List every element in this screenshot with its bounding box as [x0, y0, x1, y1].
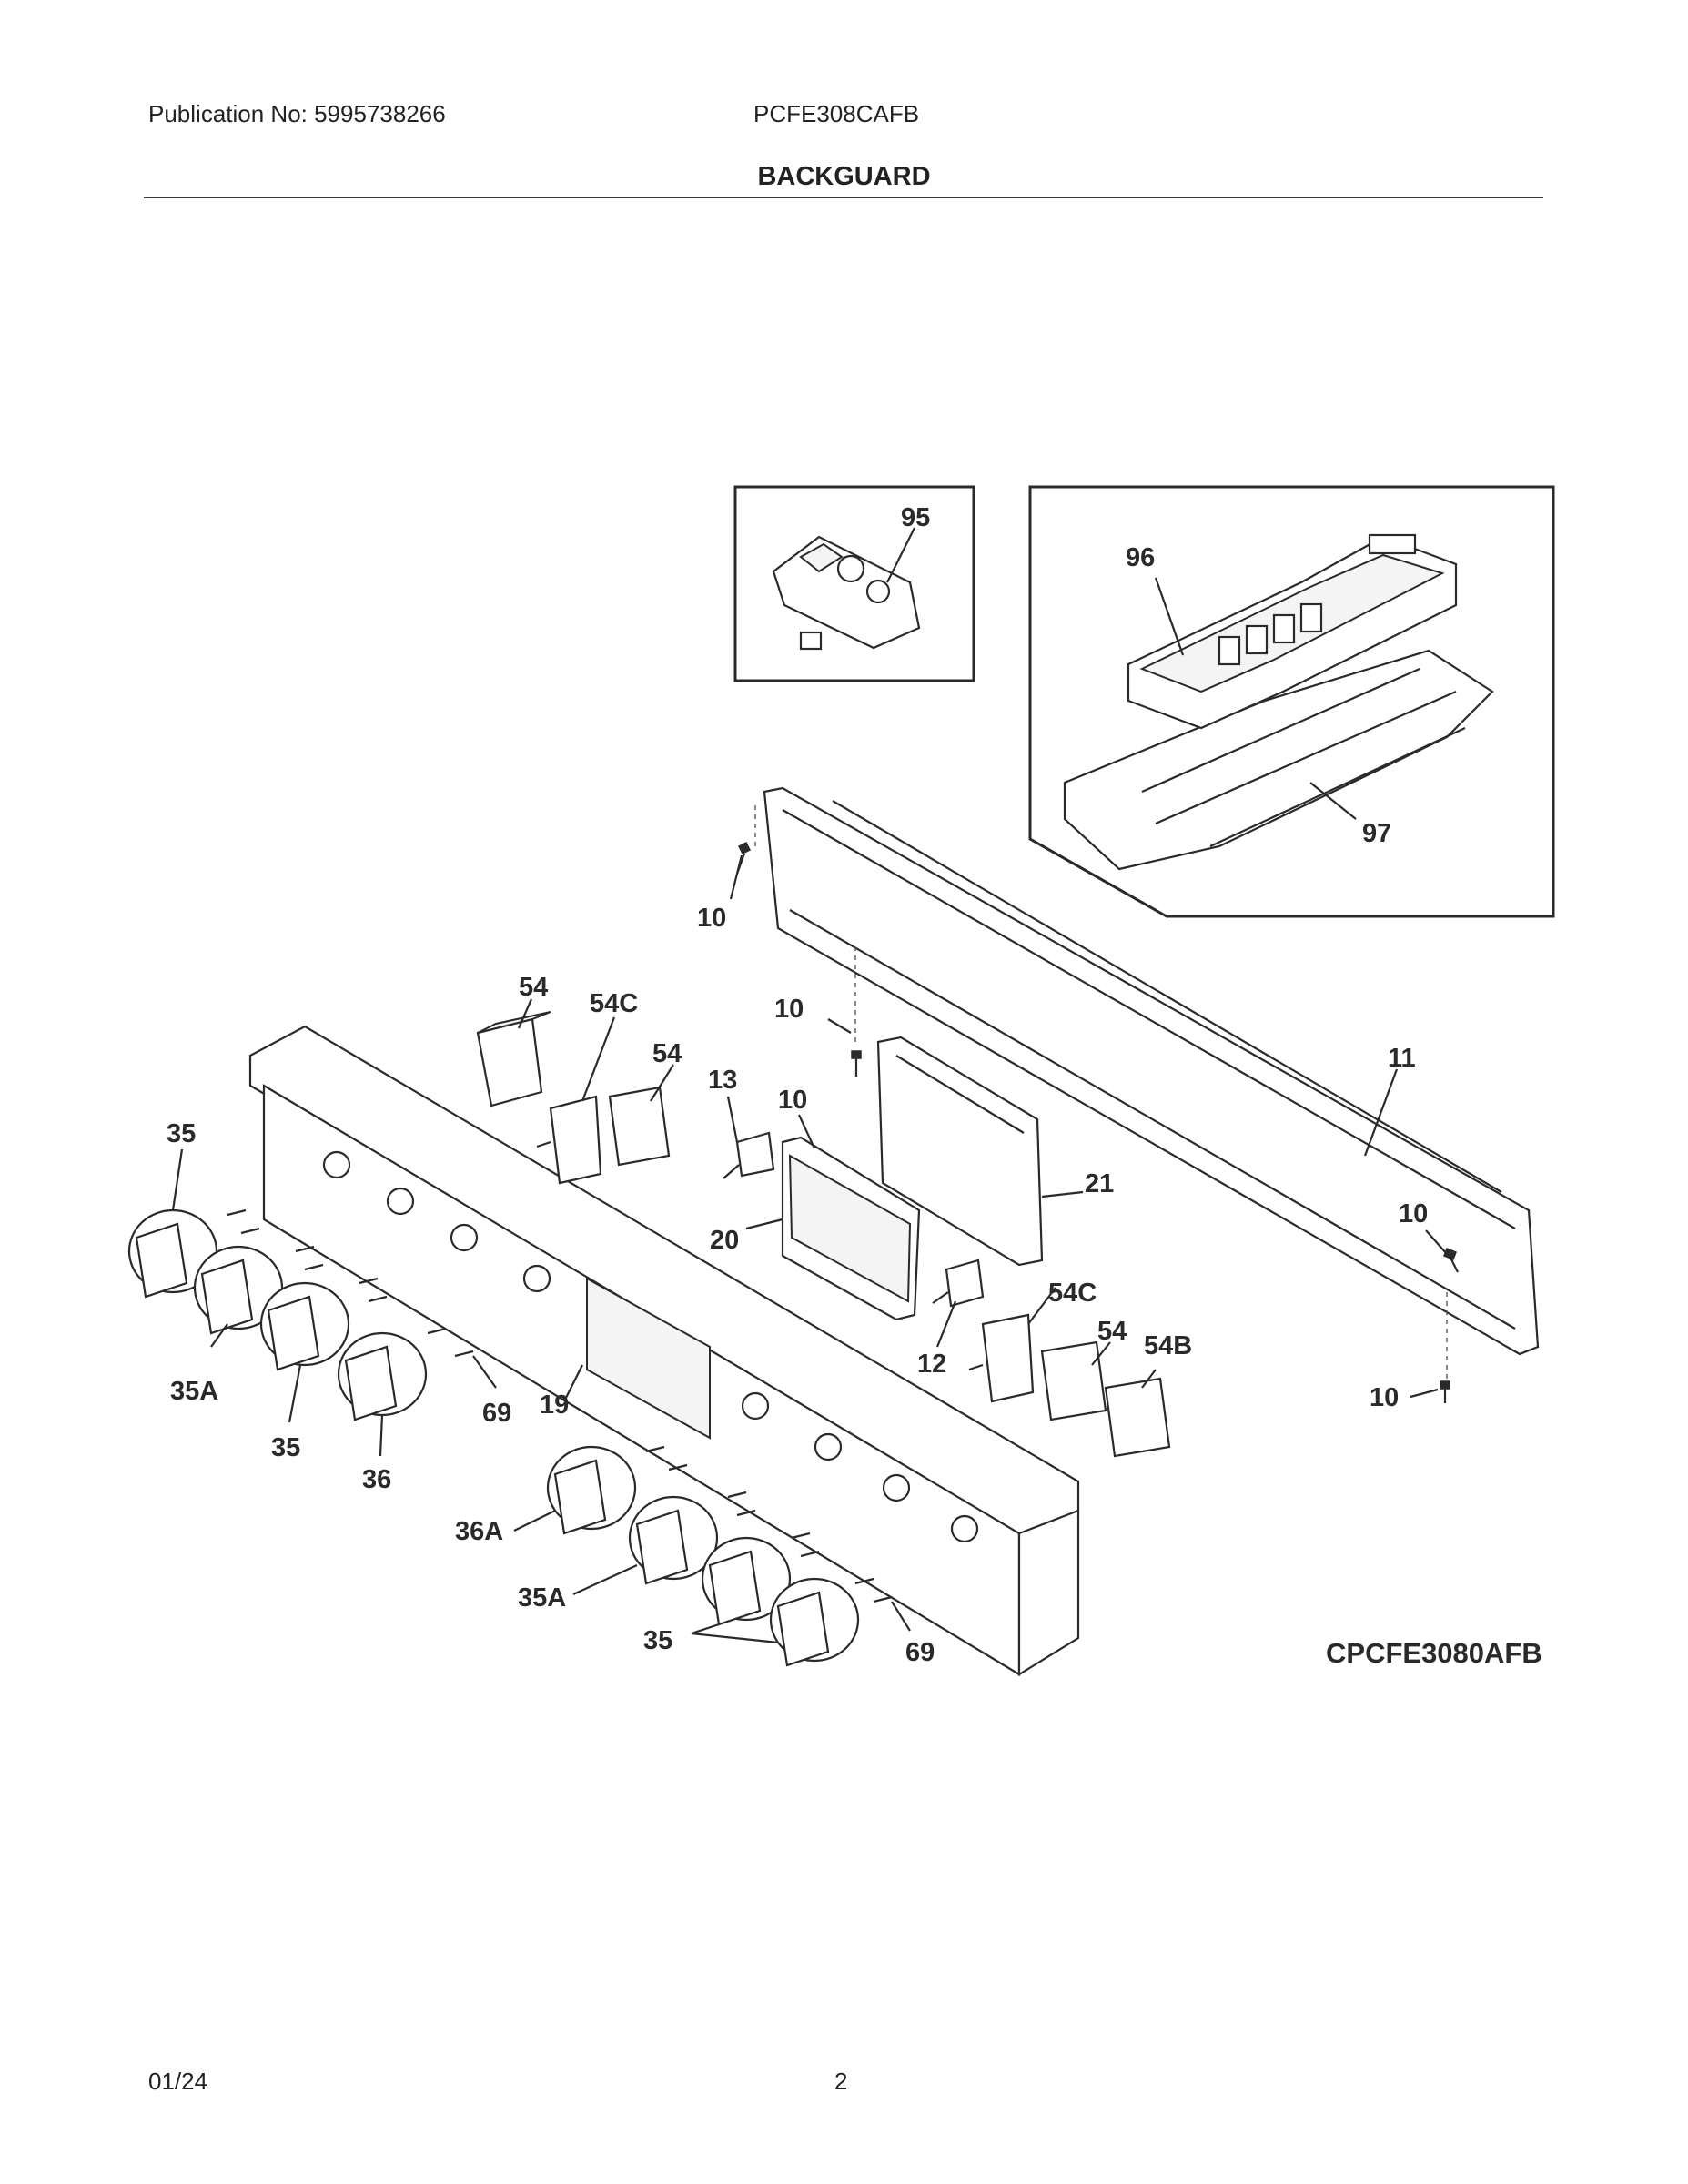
part-13-switch — [723, 1131, 775, 1179]
part-95-board — [772, 535, 921, 651]
knob-screws-right — [645, 1445, 893, 1603]
knob-screws-left — [227, 1208, 474, 1358]
label-69-a: 69 — [482, 1399, 511, 1428]
part-20-display-board — [781, 1136, 921, 1321]
part-54C-switch-top — [536, 1095, 602, 1185]
knob-35-1 — [127, 1208, 218, 1299]
label-54-c: 54 — [1097, 1317, 1127, 1346]
label-35A-a: 35A — [170, 1377, 218, 1406]
model-number: PCFE308CAFB — [753, 100, 920, 127]
label-35A-b: 35A — [518, 1583, 566, 1613]
label-54-b: 54 — [652, 1039, 682, 1068]
publication-number: Publication No: 5995738266 — [148, 100, 446, 127]
label-95: 95 — [901, 503, 930, 532]
label-69-b: 69 — [905, 1638, 935, 1667]
label-21: 21 — [1085, 1169, 1114, 1198]
part-54-switch-bottom — [1040, 1340, 1107, 1421]
label-35-c: 35 — [643, 1626, 672, 1655]
label-10-c: 10 — [778, 1086, 807, 1115]
label-10-a: 10 — [697, 904, 726, 933]
label-36A: 36A — [455, 1517, 503, 1546]
label-54B: 54B — [1144, 1331, 1192, 1360]
header-rule — [144, 197, 1543, 198]
label-54C-a: 54C — [590, 989, 638, 1018]
screw-10-e — [1440, 1380, 1450, 1403]
knob-36 — [337, 1331, 428, 1421]
label-35-b: 35 — [271, 1433, 300, 1462]
label-36: 36 — [362, 1465, 391, 1494]
page-number: 2 — [834, 2068, 848, 2095]
knob-35-2 — [259, 1281, 350, 1371]
screw-10-a — [735, 841, 752, 875]
part-96-control-board — [1127, 533, 1458, 730]
label-54C-b: 54C — [1048, 1279, 1097, 1308]
part-54-switch-top-left — [476, 1011, 551, 1107]
label-10-e: 10 — [1370, 1383, 1399, 1412]
part-19-control-panel — [248, 1025, 1080, 1676]
screw-10-b — [851, 1050, 862, 1077]
inset-box-96-97 — [1028, 485, 1555, 918]
label-19: 19 — [540, 1390, 569, 1420]
footer-date: 01/24 — [148, 2068, 208, 2095]
part-21-bracket — [876, 1036, 1044, 1267]
label-20: 20 — [710, 1226, 739, 1255]
label-35-a: 35 — [167, 1119, 196, 1148]
label-13: 13 — [708, 1066, 737, 1095]
knob-35-4 — [769, 1577, 860, 1667]
label-12: 12 — [917, 1350, 946, 1379]
label-97: 97 — [1362, 819, 1391, 848]
knob-35-3 — [701, 1536, 792, 1626]
label-10-d: 10 — [1399, 1199, 1428, 1228]
label-54-a: 54 — [519, 973, 548, 1002]
label-96: 96 — [1126, 543, 1155, 572]
part-97-bracket — [1063, 649, 1494, 871]
label-10-b: 10 — [774, 995, 804, 1024]
label-11: 11 — [1388, 1044, 1416, 1073]
knob-35A-2 — [628, 1495, 719, 1585]
knob-36A — [546, 1445, 637, 1535]
part-54-switch-top-right — [608, 1086, 671, 1167]
part-12-switch — [932, 1259, 985, 1308]
knob-35A-1 — [193, 1245, 284, 1335]
diagram-code: CPCFE3080AFB — [1326, 1637, 1542, 1669]
page-title: BACKGUARD — [757, 162, 931, 191]
part-54C-switch-bottom — [968, 1313, 1035, 1403]
inset-box-95 — [733, 485, 975, 682]
part-11-backguard-frame — [763, 786, 1540, 1356]
part-54B-switch — [1104, 1377, 1171, 1458]
